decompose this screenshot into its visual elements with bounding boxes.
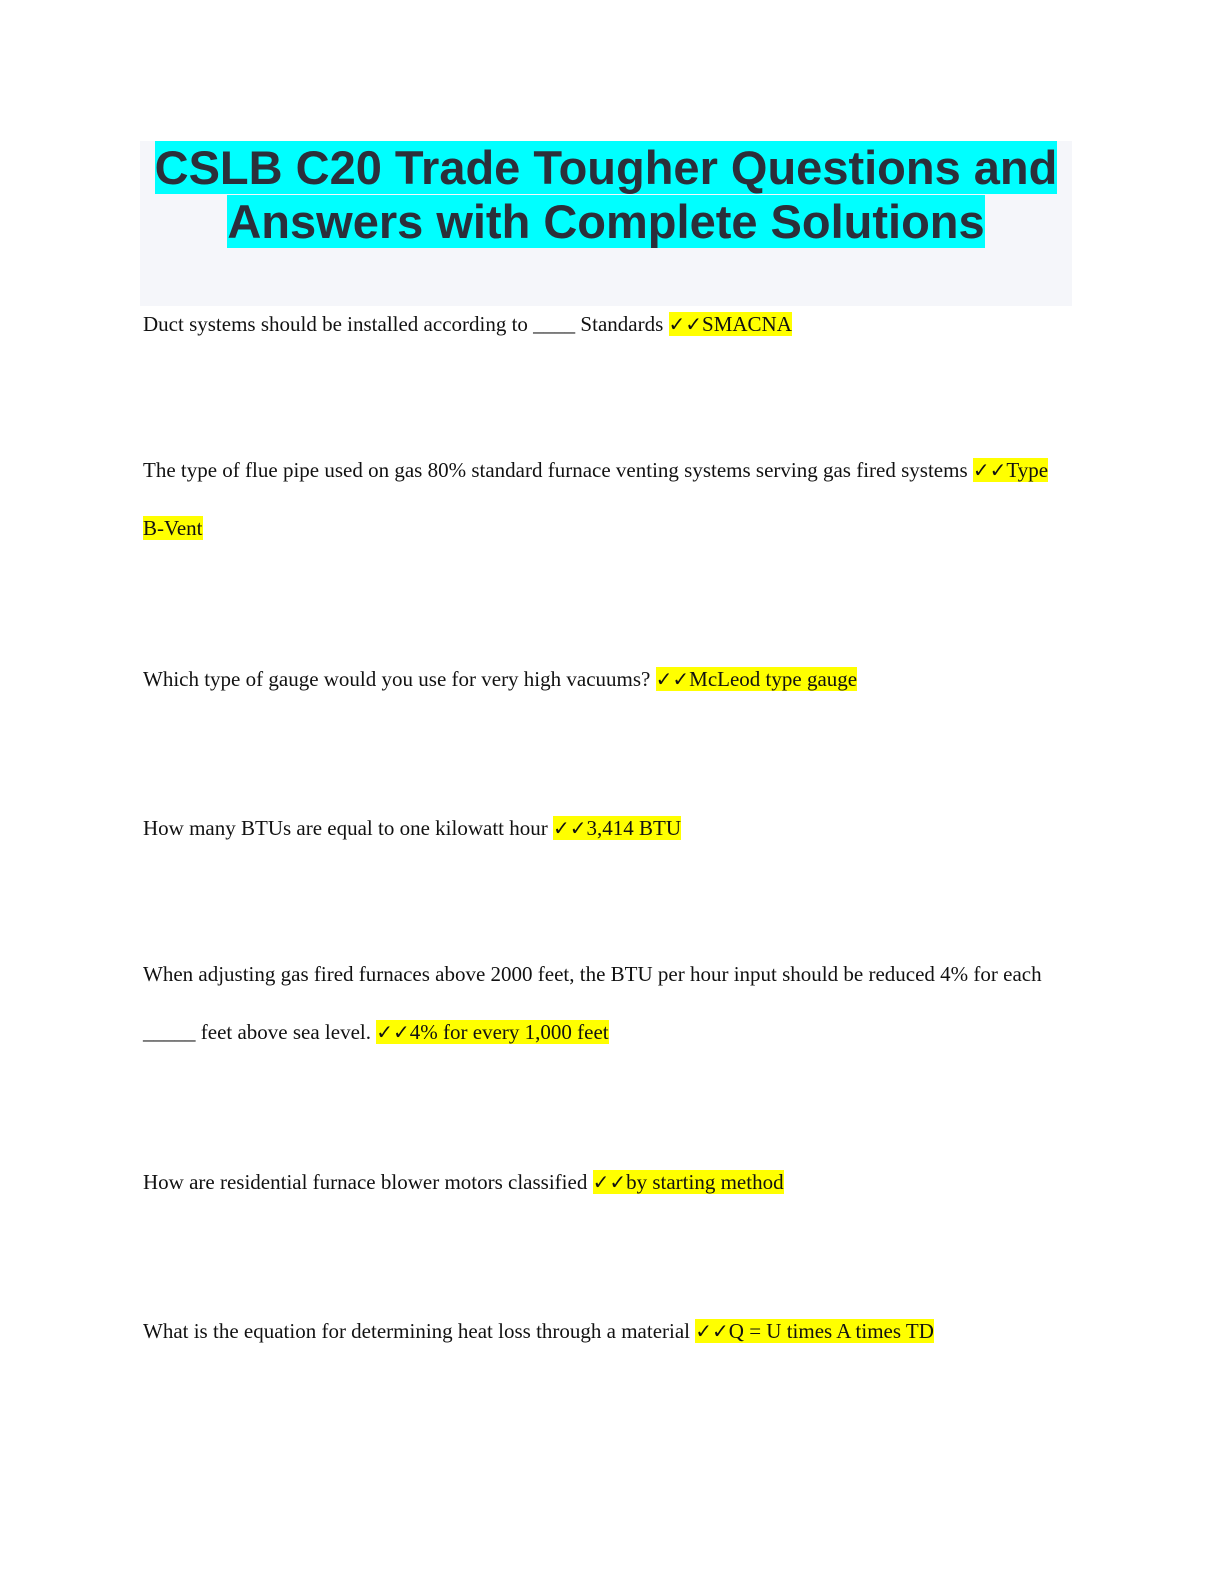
question-text: What is the equation for determining hea… <box>143 1319 696 1343</box>
double-check-icon: ✓✓ <box>553 816 587 840</box>
answer-text: Q = U times A times TD <box>728 1319 934 1343</box>
question-text: How are residential furnace blower motor… <box>143 1170 593 1194</box>
qa-item-5: When adjusting gas fired furnaces above … <box>143 945 1063 1061</box>
answer-highlight: ✓✓4% for every 1,000 feet <box>376 1020 609 1044</box>
answer-text: SMACNA <box>702 312 792 336</box>
double-check-icon: ✓✓ <box>668 312 703 336</box>
qa-item-3: Which type of gauge would you use for ve… <box>143 650 1063 708</box>
answer-highlight: ✓✓3,414 BTU <box>553 816 682 840</box>
double-check-icon: ✓✓ <box>972 458 1007 482</box>
double-check-icon: ✓✓ <box>592 1170 627 1194</box>
answer-text: 3,414 BTU <box>586 816 682 840</box>
answer-text: Type B-Vent <box>143 458 1049 540</box>
question-text: How many BTUs are equal to one kilowatt … <box>143 816 553 840</box>
title-banner: CSLB C20 Trade Tougher Questions and Ans… <box>140 141 1072 306</box>
answer-text: McLeod type gauge <box>689 667 858 691</box>
answer-highlight: ✓✓McLeod type gauge <box>655 667 858 691</box>
double-check-icon: ✓✓ <box>655 667 690 691</box>
qa-item-1: Duct systems should be installed accordi… <box>143 295 1063 353</box>
document-title: CSLB C20 Trade Tougher Questions and Ans… <box>140 141 1072 249</box>
question-text: The type of flue pipe used on gas 80% st… <box>143 458 973 482</box>
question-text: When adjusting gas fired furnaces above … <box>143 962 1042 1044</box>
double-check-icon: ✓✓ <box>695 1319 729 1343</box>
title-line-2: Answers with Complete Solutions <box>227 195 985 248</box>
qa-item-7: What is the equation for determining hea… <box>143 1302 1063 1360</box>
answer-text: by starting method <box>626 1170 784 1194</box>
question-text: Which type of gauge would you use for ve… <box>143 667 656 691</box>
qa-item-6: How are residential furnace blower motor… <box>143 1153 1063 1211</box>
qa-item-2: The type of flue pipe used on gas 80% st… <box>143 441 1063 557</box>
answer-highlight: ✓✓by starting method <box>592 1170 784 1194</box>
answer-highlight: ✓✓SMACNA <box>668 312 792 336</box>
answer-text: 4% for every 1,000 feet <box>409 1020 609 1044</box>
qa-item-4: How many BTUs are equal to one kilowatt … <box>143 799 1063 857</box>
title-line-1: CSLB C20 Trade Tougher Questions and <box>154 141 1058 194</box>
double-check-icon: ✓✓ <box>376 1020 410 1044</box>
answer-highlight: ✓✓Q = U times A times TD <box>695 1319 934 1343</box>
question-text: Duct systems should be installed accordi… <box>143 312 669 336</box>
